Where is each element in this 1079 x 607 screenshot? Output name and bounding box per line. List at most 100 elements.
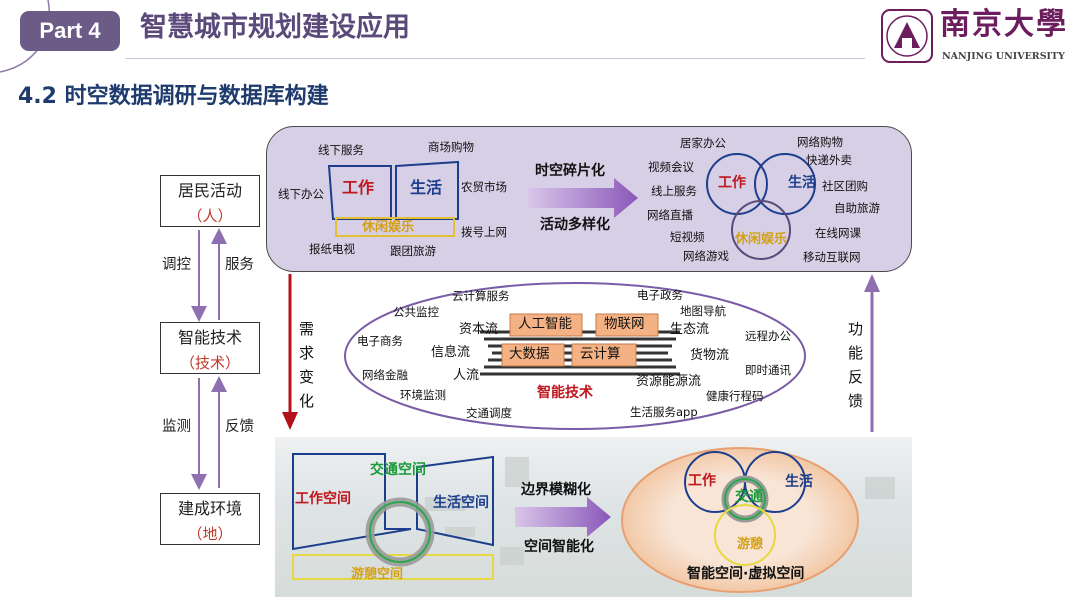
char: 求 xyxy=(299,344,315,362)
item-offline-office: 线下办公 xyxy=(278,187,324,201)
char: 化 xyxy=(299,392,315,410)
left-arrows-upper xyxy=(191,228,227,322)
box-built-environment: 建成环境 （地） xyxy=(160,493,260,545)
university-name-cn: 南京大學 xyxy=(940,7,1068,42)
item-delivery: 快递外卖 xyxy=(806,153,852,167)
char: 馈 xyxy=(848,392,864,410)
item-mall-shopping: 商场购物 xyxy=(428,140,474,154)
box-sub-label: （人） xyxy=(187,206,233,225)
caption-smart-virtual-space: 智能空间·虚拟空间 xyxy=(687,566,805,582)
item-online-class: 在线网课 xyxy=(815,226,861,240)
item-home-office: 居家办公 xyxy=(680,136,726,150)
item-public-monitoring: 公共监控 xyxy=(393,305,439,319)
box-sub-label: （地） xyxy=(187,524,233,543)
top-panel-graphics xyxy=(327,153,816,260)
item-self-tour: 自助旅游 xyxy=(834,201,880,215)
tech-cloud: 云计算 xyxy=(580,346,621,362)
block-work: 工作 xyxy=(342,178,375,197)
arrow-label-spatial-smart: 空间智能化 xyxy=(524,539,594,555)
item-farmers-market: 农贸市场 xyxy=(461,180,507,194)
item-online-finance: 网络金融 xyxy=(362,368,408,382)
demand-change-arrow xyxy=(282,274,298,430)
bottom-panel-graphics xyxy=(292,447,895,593)
char: 反 xyxy=(848,368,864,386)
item-health-code: 健康行程码 xyxy=(706,389,764,403)
header-divider xyxy=(125,58,865,59)
label-transport-space: 交通空间 xyxy=(370,462,426,478)
item-map-navigation: 地图导航 xyxy=(680,304,726,318)
item-online-shopping: 网络购物 xyxy=(797,135,843,149)
item-newspaper-tv: 报纸电视 xyxy=(309,242,355,256)
relation-control: 调控 xyxy=(162,257,191,273)
relation-service: 服务 xyxy=(225,257,254,273)
item-group-tour: 跟团旅游 xyxy=(390,244,436,258)
item-online-game: 网络游戏 xyxy=(683,249,729,263)
relation-feedback: 反馈 xyxy=(225,419,254,435)
university-crest-icon xyxy=(881,9,933,63)
item-community-group: 社区团购 xyxy=(822,179,868,193)
left-arrows-lower xyxy=(191,376,227,490)
item-remote-office: 远程办公 xyxy=(745,329,791,343)
item-traffic-dispatch: 交通调度 xyxy=(466,406,512,420)
tech-ai: 人工智能 xyxy=(518,316,572,332)
flow-capital: 资本流 xyxy=(459,322,499,337)
label-life-space: 生活空间 xyxy=(433,495,489,511)
core-smart-tech: 智能技术 xyxy=(537,385,593,401)
box-main-label: 居民活动 xyxy=(177,180,242,200)
item-live-stream: 网络直播 xyxy=(647,208,693,222)
tech-big-data: 大数据 xyxy=(509,346,550,362)
item-instant-messaging: 即时通讯 xyxy=(745,363,791,377)
box-main-label: 建成环境 xyxy=(177,498,242,518)
function-feedback-label: 功 能 反 馈 xyxy=(848,318,866,411)
relation-monitor: 监测 xyxy=(162,419,191,435)
char: 需 xyxy=(299,320,315,338)
venn-leisure: 休闲娱乐 xyxy=(735,232,788,247)
label-leisure-space: 游憩空间 xyxy=(351,567,404,582)
block-leisure: 休闲娱乐 xyxy=(362,220,415,235)
demand-change-label: 需 求 变 化 xyxy=(299,318,317,411)
item-life-service-app: 生活服务app xyxy=(630,405,698,419)
venn-transport-space: 交通 xyxy=(735,489,763,505)
part-badge: Part 4 xyxy=(20,11,120,51)
venn-life-space: 生活 xyxy=(785,474,813,490)
venn-work: 工作 xyxy=(718,175,746,191)
arrow-label-boundary-blur: 边界模糊化 xyxy=(521,482,591,498)
venn-leisure-space: 游憩 xyxy=(737,537,764,552)
built-environment-panel xyxy=(275,437,912,597)
item-offline-service: 线下服务 xyxy=(318,143,364,157)
page-title: 智慧城市规划建设应用 xyxy=(140,12,410,43)
section-title: 4.2 时空数据调研与数据库构建 xyxy=(18,84,329,109)
item-env-monitoring: 环境监测 xyxy=(400,388,446,402)
box-smart-technology: 智能技术 （技术） xyxy=(160,322,260,374)
tech-iot: 物联网 xyxy=(604,316,645,332)
char: 变 xyxy=(299,368,315,386)
box-sub-label: （技术） xyxy=(179,353,240,372)
university-name-en: NANJING UNIVERSITY xyxy=(942,51,1065,62)
function-feedback-arrow xyxy=(864,274,880,432)
item-e-government: 电子政务 xyxy=(637,288,683,302)
venn-work-space: 工作 xyxy=(688,473,716,489)
item-e-commerce: 电子商务 xyxy=(357,334,403,348)
box-resident-activity: 居民活动 （人） xyxy=(160,175,260,227)
box-main-label: 智能技术 xyxy=(177,327,242,347)
arrow-label-diversification: 活动多样化 xyxy=(540,217,610,233)
item-video-meeting: 视频会议 xyxy=(648,160,694,174)
arrow-label-fragmentation: 时空碎片化 xyxy=(535,163,605,179)
item-cloud-service: 云计算服务 xyxy=(452,289,510,303)
char: 功 xyxy=(848,320,864,338)
item-mobile-internet: 移动互联网 xyxy=(803,250,861,264)
char: 能 xyxy=(848,344,864,362)
flow-goods: 货物流 xyxy=(690,348,730,363)
flow-resource-energy: 资源能源流 xyxy=(636,374,702,389)
venn-life: 生活 xyxy=(788,175,816,191)
label-work-space: 工作空间 xyxy=(295,491,351,507)
item-dialup: 拨号上网 xyxy=(461,225,507,239)
item-online-service: 线上服务 xyxy=(651,184,697,198)
flow-ecological: 生态流 xyxy=(670,322,710,337)
part-label: Part 4 xyxy=(39,18,101,43)
flow-information: 信息流 xyxy=(431,345,471,360)
flow-people: 人流 xyxy=(453,368,480,383)
item-short-video: 短视频 xyxy=(670,230,705,244)
block-life: 生活 xyxy=(410,178,443,197)
smart-tech-panel xyxy=(344,282,806,430)
